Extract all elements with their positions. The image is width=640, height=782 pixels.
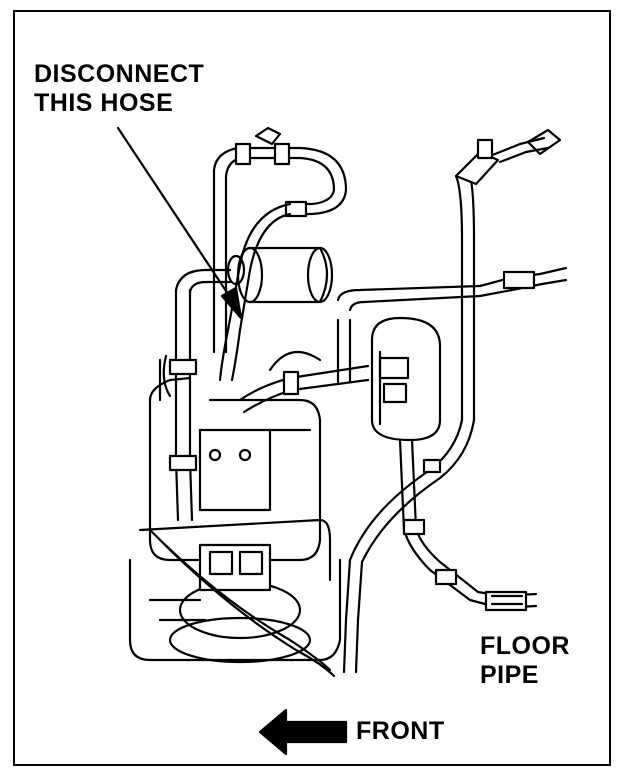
- purge-valve-assembly: [128, 518, 342, 664]
- right-vertical-hose: [342, 128, 562, 674]
- upper-hose-loop: [212, 126, 348, 354]
- callout-line-2: THIS HOSE: [34, 89, 174, 117]
- floor-pipe-line-2: PIPE: [480, 661, 539, 689]
- disconnect-hose: [218, 202, 292, 382]
- center-hose: [238, 350, 370, 414]
- front-arrow: [258, 708, 348, 756]
- canister-body: [148, 354, 322, 562]
- disconnect-hose-callout: DISCONNECT THIS HOSE: [34, 60, 204, 118]
- floor-pipe-line-1: FLOOR: [480, 632, 570, 660]
- callout-line-1: DISCONNECT: [34, 60, 205, 88]
- lower-diagonal-hose: [148, 528, 336, 678]
- vapor-separator: [336, 284, 482, 442]
- floor-pipe-hose: [398, 438, 538, 612]
- filter-cylinder: [226, 246, 334, 304]
- left-tube: [168, 268, 232, 522]
- middle-right-line: [478, 266, 568, 298]
- floor-pipe-label: FLOOR PIPE: [480, 632, 570, 690]
- front-label: FRONT: [356, 717, 445, 746]
- callout-arrow: [116, 126, 243, 320]
- front-text: FRONT: [356, 717, 445, 745]
